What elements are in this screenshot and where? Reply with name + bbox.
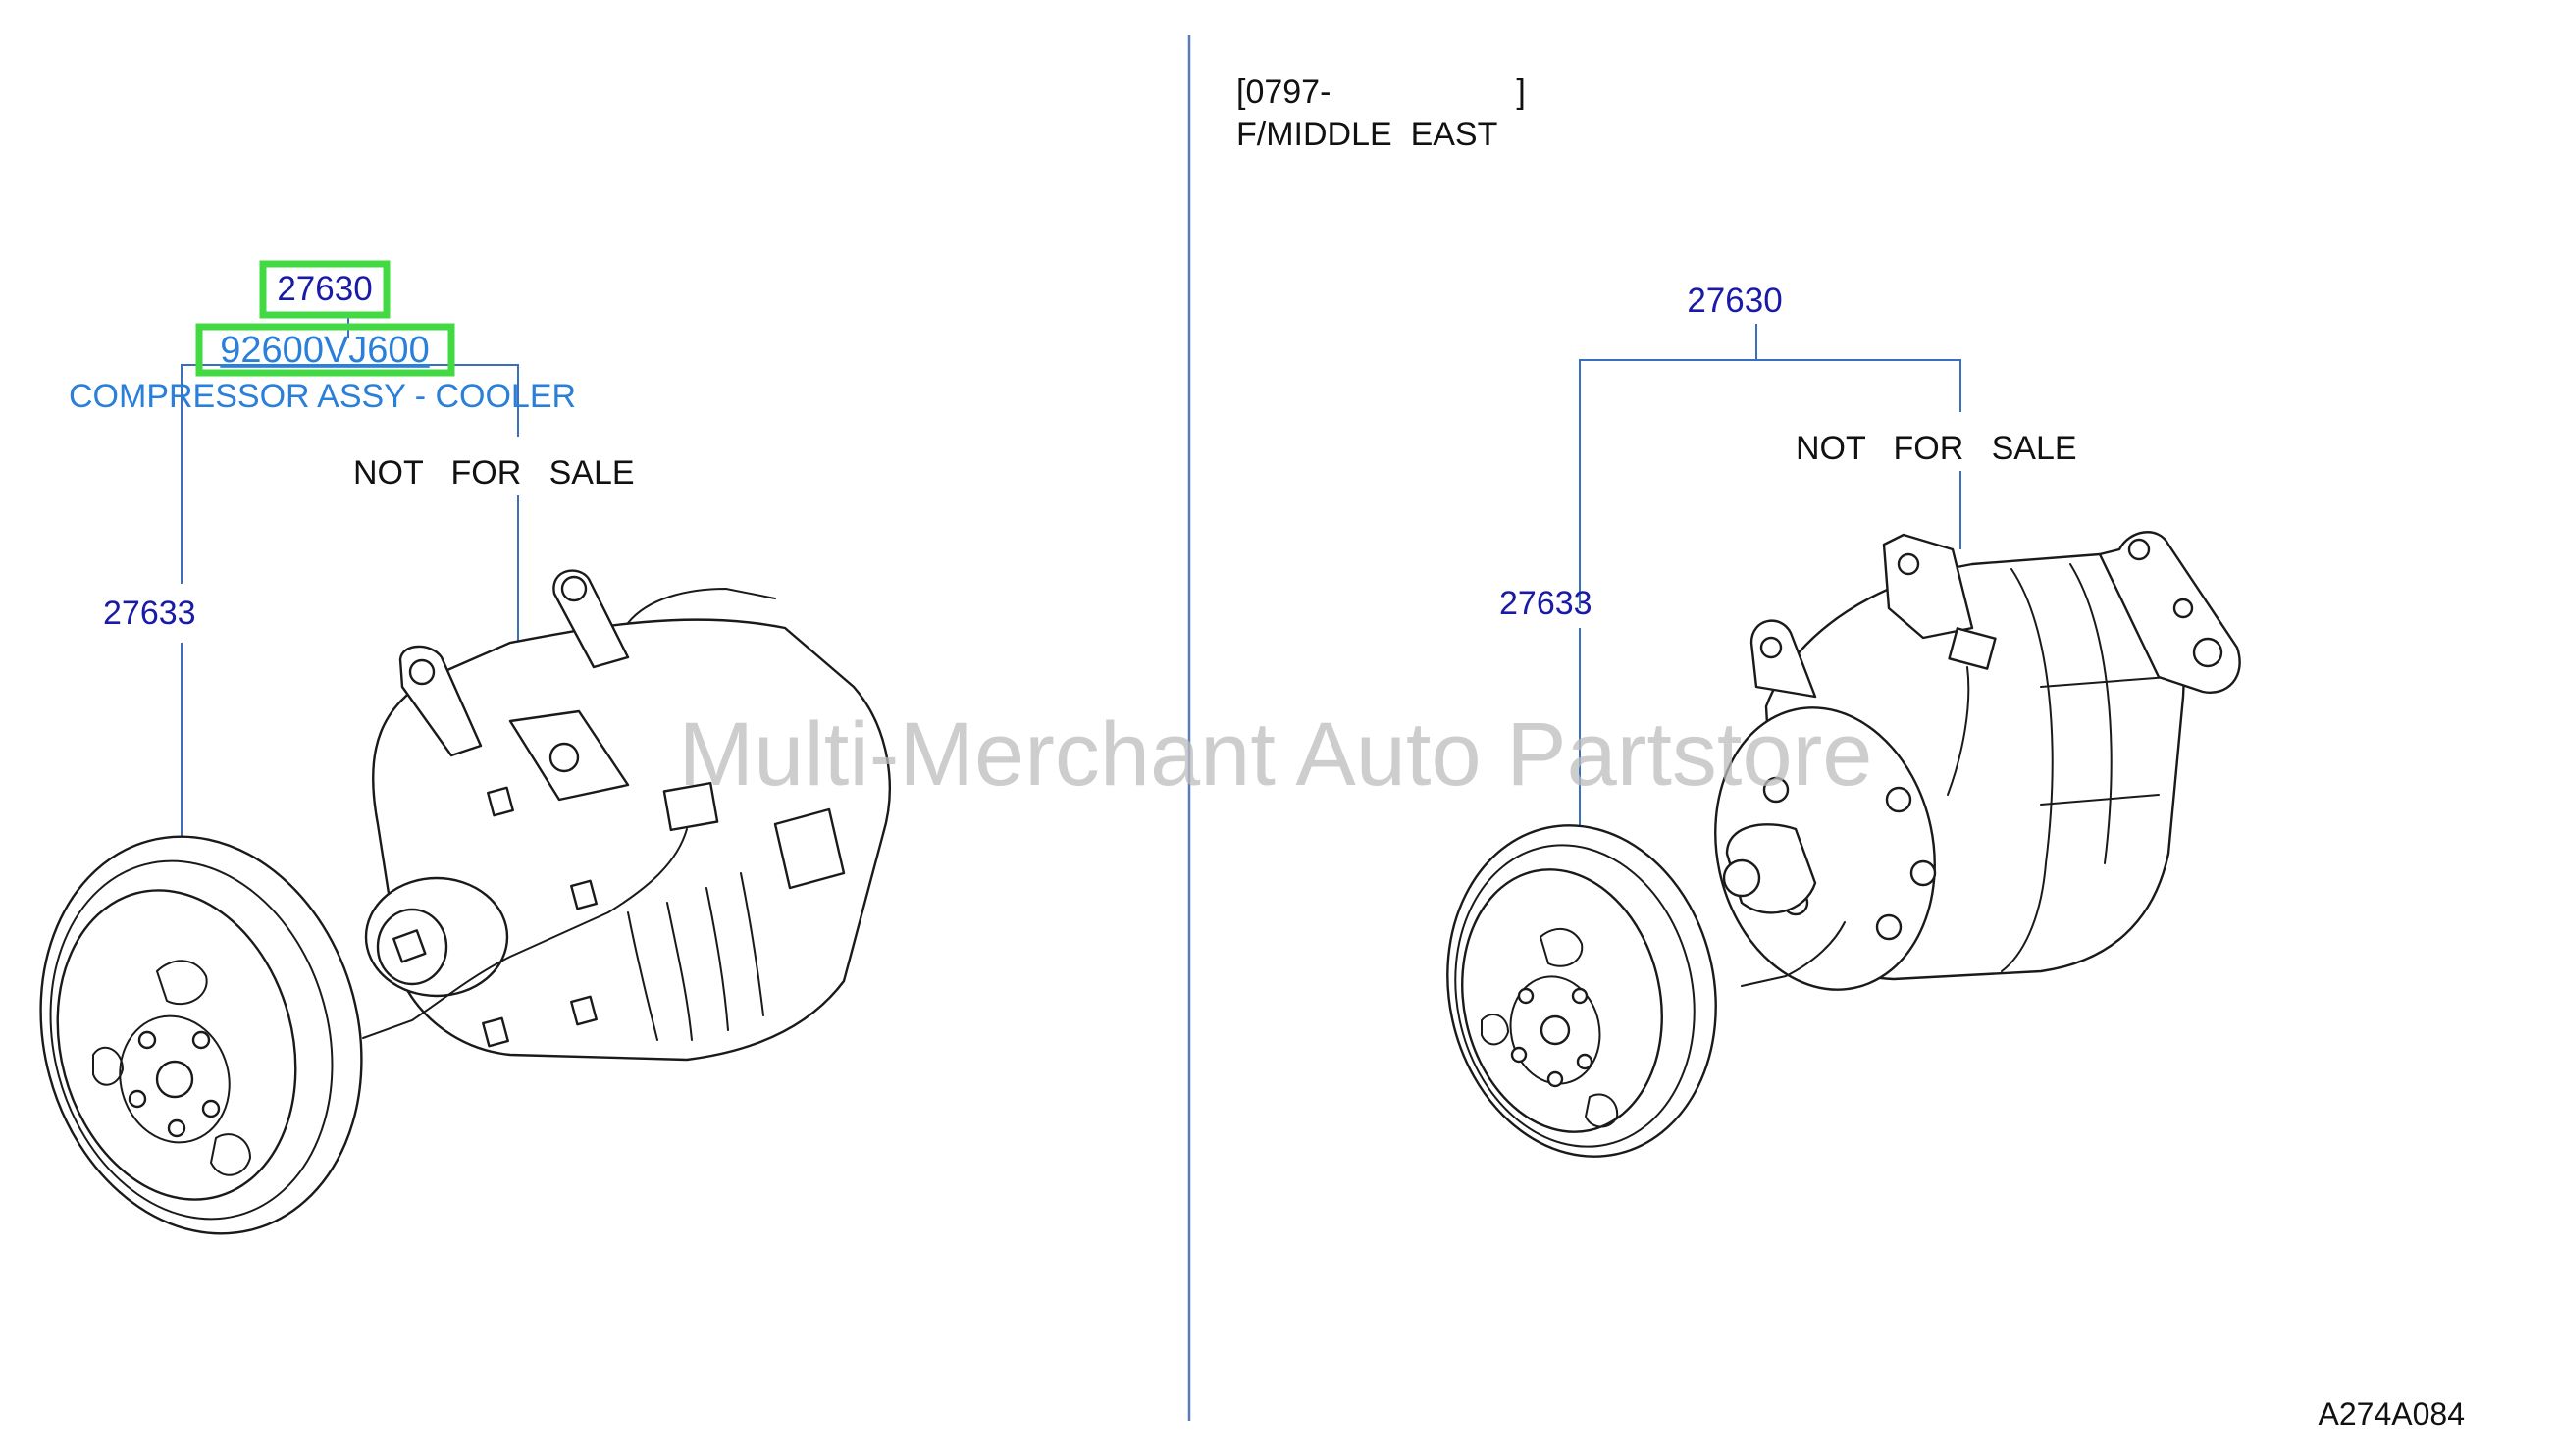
clutch-number-label-right[interactable]: 27633 [1499, 585, 1592, 622]
not-for-sale-label: NOT FOR SALE [353, 454, 635, 492]
watermark: Multi-Merchant Auto Partstore [679, 704, 1873, 805]
assy-number-label[interactable]: 27630 [277, 270, 372, 308]
not-for-sale-label-right: NOT FOR SALE [1796, 430, 2077, 467]
right-panel: [0797- ] F/MIDDLE EAST 27630 NOT FOR SAL… [1236, 74, 2241, 1158]
date-range-label: [0797- ] [1236, 74, 1526, 111]
assy-number-label-right[interactable]: 27630 [1687, 282, 1782, 320]
region-label: F/MIDDLE EAST [1236, 116, 1497, 153]
part-number-link[interactable]: 92600VJ600 [220, 330, 429, 371]
leader-bracket-right [1579, 359, 1961, 608]
part-description[interactable]: COMPRESSOR ASSY - COOLER [69, 378, 576, 415]
leader-bracket [181, 364, 519, 584]
compressor-illustration-right [1446, 531, 2241, 1158]
clutch-number-label[interactable]: 27633 [103, 595, 196, 632]
figure-code: A274A084 [2319, 1396, 2465, 1431]
part-number-highlight [195, 323, 455, 377]
left-panel: 27630 92600VJ600 COMPRESSOR ASSY - COOLE… [39, 260, 891, 1235]
compressor-illustration-left [39, 569, 891, 1235]
assy-number-highlight [259, 260, 391, 319]
